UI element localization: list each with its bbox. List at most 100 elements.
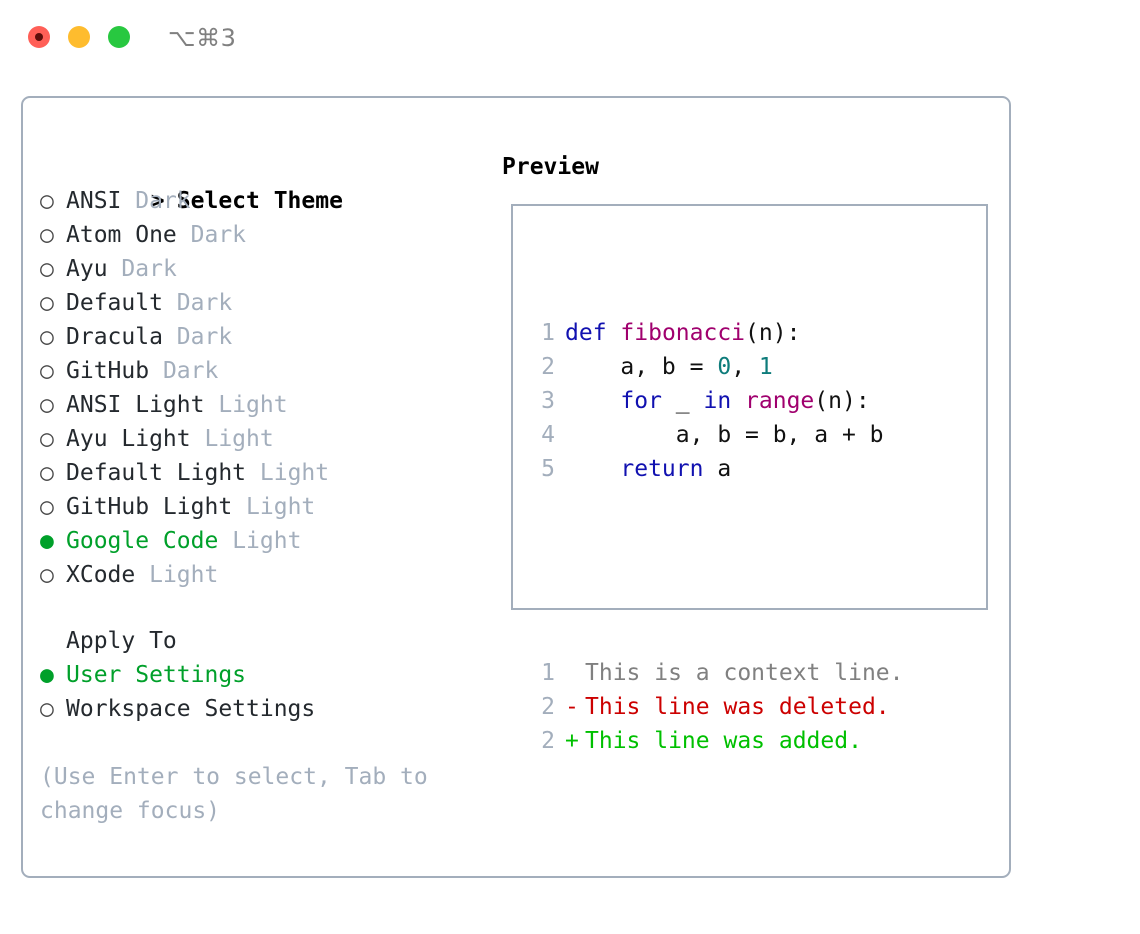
theme-name: Default Light <box>66 460 247 486</box>
code-token: (n): <box>745 320 801 346</box>
close-window-button[interactable] <box>28 26 50 48</box>
radio-unselected-icon[interactable]: ○ <box>40 256 54 282</box>
code-token: 0 <box>717 354 732 380</box>
theme-list-item[interactable]: ○ Dracula Dark <box>40 320 480 354</box>
code-token: 1 <box>758 354 773 380</box>
theme-list-item[interactable]: ●Google Code Light <box>40 524 480 558</box>
theme-name: Ayu <box>66 256 108 282</box>
theme-variant-badge: Light <box>204 426 274 452</box>
radio-unselected-icon[interactable]: ○ <box>40 460 54 486</box>
maximize-window-button[interactable] <box>108 26 130 48</box>
code-token <box>565 456 620 482</box>
theme-list-item[interactable]: ○ Default Light Light <box>40 456 480 490</box>
radio-unselected-icon[interactable]: ○ <box>40 696 54 722</box>
radio-unselected-icon[interactable]: ○ <box>40 426 54 452</box>
code-token: def <box>565 320 607 346</box>
theme-picker-heading-label: Select Theme <box>176 188 343 214</box>
spacer <box>527 554 904 588</box>
apply-to-options: ● User Settings ○Workspace Settings <box>40 658 480 726</box>
theme-variant-badge: Dark <box>176 324 233 350</box>
code-token: (n): <box>814 388 870 414</box>
main-panel: >Select Theme ○ANSI Dark○Atom One Dark○A… <box>21 96 1011 878</box>
prompt-caret-icon: > <box>150 188 165 214</box>
theme-variant-badge: Dark <box>176 290 233 316</box>
theme-list-item[interactable]: ○ Ayu Dark <box>40 252 480 286</box>
theme-list-item[interactable]: ○ Atom One Dark <box>40 218 480 252</box>
diff-line: 2+This line was added. <box>527 724 904 758</box>
spacer <box>204 392 218 418</box>
apply-to-option[interactable]: ● User Settings <box>40 658 480 692</box>
line-number: 2 <box>541 354 555 380</box>
minimize-window-button[interactable] <box>68 26 90 48</box>
diff-sign: - <box>565 694 579 720</box>
theme-picker-column: >Select Theme ○ANSI Dark○Atom One Dark○A… <box>40 150 480 828</box>
radio-unselected-icon[interactable]: ○ <box>40 392 54 418</box>
theme-name: Dracula <box>66 324 163 350</box>
spacer <box>108 256 122 282</box>
theme-list-item[interactable]: ○ANSI Dark <box>40 184 480 218</box>
theme-name: Google Code <box>66 528 219 554</box>
diff-text: This line was added. <box>585 728 862 754</box>
theme-name: GitHub Light <box>66 494 233 520</box>
spacer <box>191 426 205 452</box>
keyboard-shortcut-label: ⌥⌘3 <box>168 24 237 52</box>
theme-list-item[interactable]: ○ANSI Light Light <box>40 388 480 422</box>
theme-list-item[interactable]: ○ GitHub Light Light <box>40 490 480 524</box>
radio-unselected-icon[interactable]: ○ <box>40 494 54 520</box>
theme-variant-badge: Dark <box>121 256 177 282</box>
code-token: in <box>703 388 732 414</box>
radio-unselected-icon[interactable]: ○ <box>40 358 54 384</box>
apply-to-title: Apply To <box>66 628 177 654</box>
code-line: 4 a, b = b, a + b <box>527 418 904 452</box>
line-number: 2 <box>541 728 555 754</box>
theme-variant-badge: Light <box>259 460 330 486</box>
spacer <box>177 222 191 248</box>
theme-name: Atom One <box>66 222 177 248</box>
spacer <box>163 290 177 316</box>
radio-selected-icon[interactable]: ● <box>40 528 54 554</box>
code-token <box>607 320 621 346</box>
radio-unselected-icon[interactable]: ○ <box>40 188 54 214</box>
theme-variant-badge: Dark <box>135 188 191 214</box>
code-token: _ <box>661 388 704 414</box>
theme-list-item[interactable]: ○GitHub Dark <box>40 354 480 388</box>
radio-unselected-icon[interactable]: ○ <box>40 324 54 350</box>
radio-unselected-icon[interactable]: ○ <box>40 562 54 588</box>
code-token <box>731 388 745 414</box>
diff-text: This is a context line. <box>585 660 904 686</box>
theme-variant-badge: Dark <box>190 222 247 248</box>
apply-to-option-label: User Settings <box>66 662 247 688</box>
theme-list-item[interactable]: ○ Default Dark <box>40 286 480 320</box>
apply-to-option[interactable]: ○Workspace Settings <box>40 692 480 726</box>
traffic-light-group <box>28 26 130 48</box>
line-number: 1 <box>541 660 555 686</box>
radio-unselected-icon[interactable]: ○ <box>40 290 54 316</box>
diff-sample: 1 This is a context line. 2-This line was… <box>527 656 904 758</box>
theme-name: Default <box>66 290 163 316</box>
code-token: return <box>620 456 704 482</box>
spacer <box>40 726 480 760</box>
theme-variant-badge: Light <box>149 562 219 588</box>
theme-name: ANSI Light <box>66 392 205 418</box>
radio-selected-icon[interactable]: ● <box>40 662 54 688</box>
theme-variant-badge: Dark <box>162 358 219 384</box>
window-titlebar: ⌥⌘3 <box>0 0 1140 76</box>
line-number: 5 <box>541 456 555 482</box>
preview-column: Preview <box>502 150 992 184</box>
theme-list-item[interactable]: ○Ayu Light Light <box>40 422 480 456</box>
code-line: 5 return a <box>527 452 904 486</box>
code-token: a <box>703 456 732 482</box>
radio-unselected-icon[interactable]: ○ <box>40 222 54 248</box>
spacer <box>121 188 135 214</box>
theme-variant-badge: Light <box>246 494 316 520</box>
spacer <box>218 528 232 554</box>
line-number: 3 <box>541 388 555 414</box>
theme-list-item[interactable]: ○XCode Light <box>40 558 480 592</box>
diff-line: 1 This is a context line. <box>527 656 904 690</box>
theme-list: ○ANSI Dark○Atom One Dark○Ayu Dark○Defaul… <box>40 184 480 592</box>
